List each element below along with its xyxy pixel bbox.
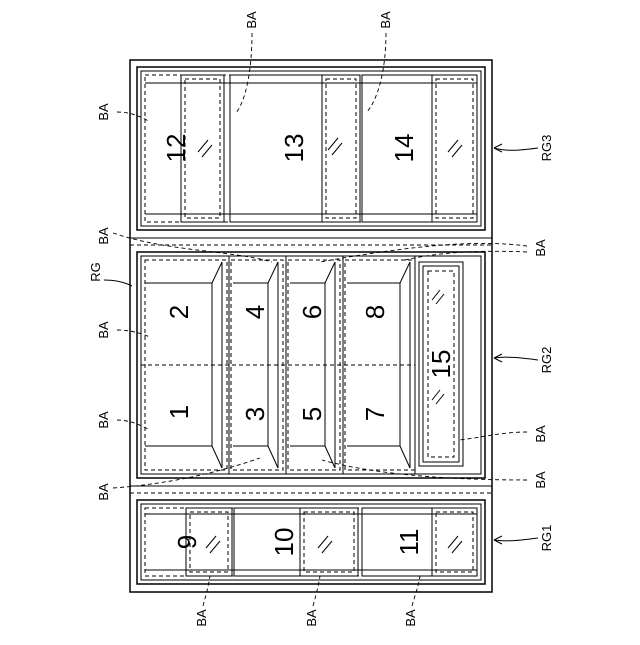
label-rg1: RG1 xyxy=(539,525,554,552)
compartment-9: 9 xyxy=(172,535,202,549)
label-ba-bottom-3: BA xyxy=(403,609,418,627)
label-ba-bottom-1: BA xyxy=(194,609,209,627)
label-rg3: RG3 xyxy=(539,135,554,162)
label-ba-left-1: BA xyxy=(96,103,111,121)
compartment-6: 6 xyxy=(297,305,327,319)
label-rg2: RG2 xyxy=(539,347,554,374)
label-ba-top-1: BA xyxy=(244,11,259,29)
compartment-3: 3 xyxy=(240,407,270,421)
label-ba-right-1: BA xyxy=(533,239,548,257)
label-ba-left-2: BA xyxy=(96,227,111,245)
compartment-13: 13 xyxy=(279,134,309,163)
label-rg: RG xyxy=(88,262,103,282)
compartment-12: 12 xyxy=(161,134,191,163)
compartment-4: 4 xyxy=(240,305,270,319)
label-ba-left-5: BA xyxy=(96,483,111,501)
compartment-2: 2 xyxy=(164,305,194,319)
label-ba-right-3: BA xyxy=(533,471,548,489)
compartment-5: 5 xyxy=(297,407,327,421)
compartment-8: 8 xyxy=(360,305,390,319)
label-ba-left-3: BA xyxy=(96,321,111,339)
compartment-7: 7 xyxy=(360,407,390,421)
label-ba-left-4: BA xyxy=(96,411,111,429)
compartment-14: 14 xyxy=(389,134,419,163)
label-ba-bottom-2: BA xyxy=(304,609,319,627)
compartment-15: 15 xyxy=(426,350,456,379)
label-ba-right-2: BA xyxy=(533,425,548,443)
compartment-10: 10 xyxy=(269,528,299,557)
label-ba-top-2: BA xyxy=(378,11,393,29)
compartment-1: 1 xyxy=(164,405,194,419)
compartment-11: 11 xyxy=(394,529,424,556)
